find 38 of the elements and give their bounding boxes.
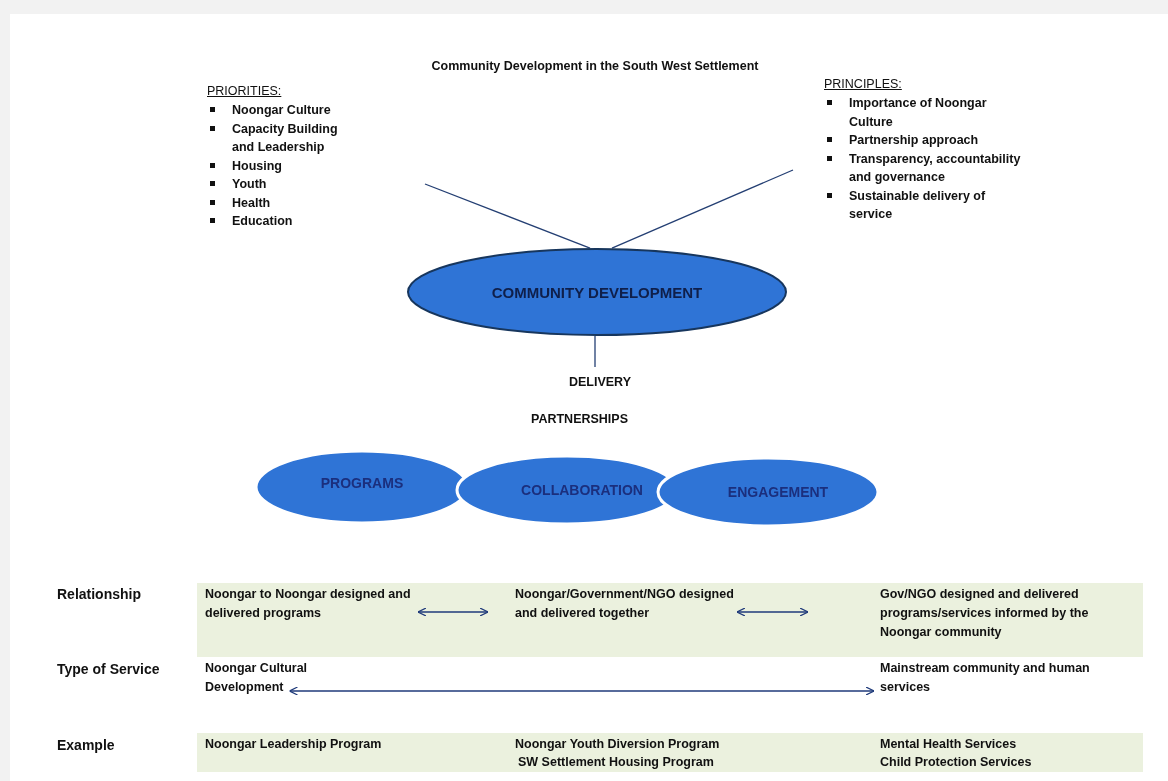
table-cell-text: SW Settlement Housing Program (518, 754, 714, 771)
list-item: Partnership approach (793, 131, 1043, 150)
table-cell-text: Noongar Youth Diversion Program (515, 736, 720, 753)
arrow (736, 607, 809, 617)
ellipse-label: ENGAGEMENT (726, 482, 830, 502)
table-cell-text: Noongar Cultural Development (204, 660, 309, 696)
row-header: Type of Service (57, 660, 160, 679)
connector-line (424, 183, 591, 249)
list-item: Housing (205, 156, 425, 175)
arrow (417, 607, 489, 617)
title: Community Development in the South West Settlement (430, 58, 760, 75)
row-header: Relationship (57, 585, 141, 604)
ellipse-label: COLLABORATION (520, 480, 644, 500)
list-item: Health (205, 193, 425, 212)
table-cell-text: Gov/NGO designed and delivered programs/services informed by the Noongar community (879, 586, 1090, 641)
arrow (288, 686, 875, 696)
list-item: Education (205, 212, 425, 231)
ellipse-label: COMMUNITY DEVELOPMENT (490, 282, 704, 302)
connector-line (611, 169, 794, 249)
table-cell-text: Noongar to Noongar designed and delivered programs (204, 586, 412, 622)
list-heading: PRIORITIES: (206, 83, 283, 100)
table-cell-text: Child Protection Services (880, 754, 1032, 771)
list-item: Youth (205, 175, 425, 194)
list-item: Importance of Noongar Culture (793, 94, 1043, 131)
partnerships-label: PARTNERSHIPS (531, 411, 628, 428)
table-cell-text: Noongar/Government/NGO designed and delivered together (514, 586, 735, 622)
table-cell-text: Mainstream community and human services (879, 660, 1091, 696)
table-cell-text: Noongar Leadership Program (205, 736, 382, 753)
list-heading: PRINCIPLES: (823, 76, 903, 93)
list-item: Capacity Building and Leadership (205, 119, 425, 157)
ellipse-label: PROGRAMS (319, 473, 405, 493)
table-cell-text: Mental Health Services (880, 736, 1017, 753)
list-item: Sustainable delivery of service (793, 186, 1043, 224)
row-header: Example (57, 736, 115, 755)
list-item: Transparency, accountability and governance (793, 149, 1043, 187)
connector-line (594, 335, 596, 368)
list-item: Noongar Culture (205, 101, 425, 120)
delivery-label: DELIVERY (567, 374, 633, 391)
